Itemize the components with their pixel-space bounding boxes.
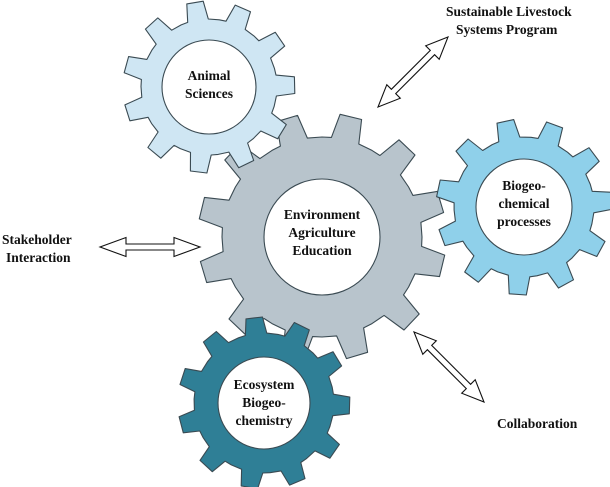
gear-environment-agriculture-education: Environment Agriculture Education: [198, 113, 446, 361]
gear-animal-sciences: Animal Sciences: [123, 0, 296, 174]
gear-animal-label-line-1: Animal: [188, 68, 231, 83]
label-stakeholder-line-1: Stakeholder: [2, 232, 72, 247]
gear-biogeo-label-line-3: processes: [497, 214, 551, 229]
gear-ecosystem-label-line-3: chemistry: [236, 413, 293, 428]
gear-ecosystem-hub: [217, 356, 311, 450]
label-collaboration: Collaboration: [497, 416, 578, 431]
label-sustainable-livestock-line-1: Sustainable Livestock: [446, 4, 572, 19]
label-stakeholder-line-2: Interaction: [6, 250, 71, 265]
arrow-collaboration: [413, 331, 485, 403]
gear-center-hub: [263, 178, 381, 296]
gear-ecosystem-label-line-1: Ecosystem: [234, 377, 295, 392]
arrow-stakeholder-interaction: [98, 236, 202, 258]
gear-ecosystem-biogeochemistry: Ecosystem Biogeo- chemistry: [178, 316, 351, 487]
label-sustainable-livestock-line-2: Systems Program: [456, 22, 558, 37]
gear-center-label-line-2: Agriculture: [288, 225, 355, 240]
gear-biogeo-label-line-1: Biogeo-: [502, 178, 546, 193]
gear-center-label-line-1: Environment: [284, 207, 361, 222]
gear-biogeo-hub: [475, 158, 573, 256]
gear-animal-hub: [161, 39, 257, 135]
arrow-sustainable-livestock: [377, 36, 449, 108]
gear-biogeochemical-processes: Biogeo- chemical processes: [436, 119, 610, 296]
gear-biogeo-label-line-2: chemical: [499, 196, 550, 211]
gear-animal-label-line-2: Sciences: [185, 86, 233, 101]
gear-center-label-line-3: Education: [292, 243, 352, 258]
gear-ecosystem-label-line-2: Biogeo-: [242, 395, 286, 410]
